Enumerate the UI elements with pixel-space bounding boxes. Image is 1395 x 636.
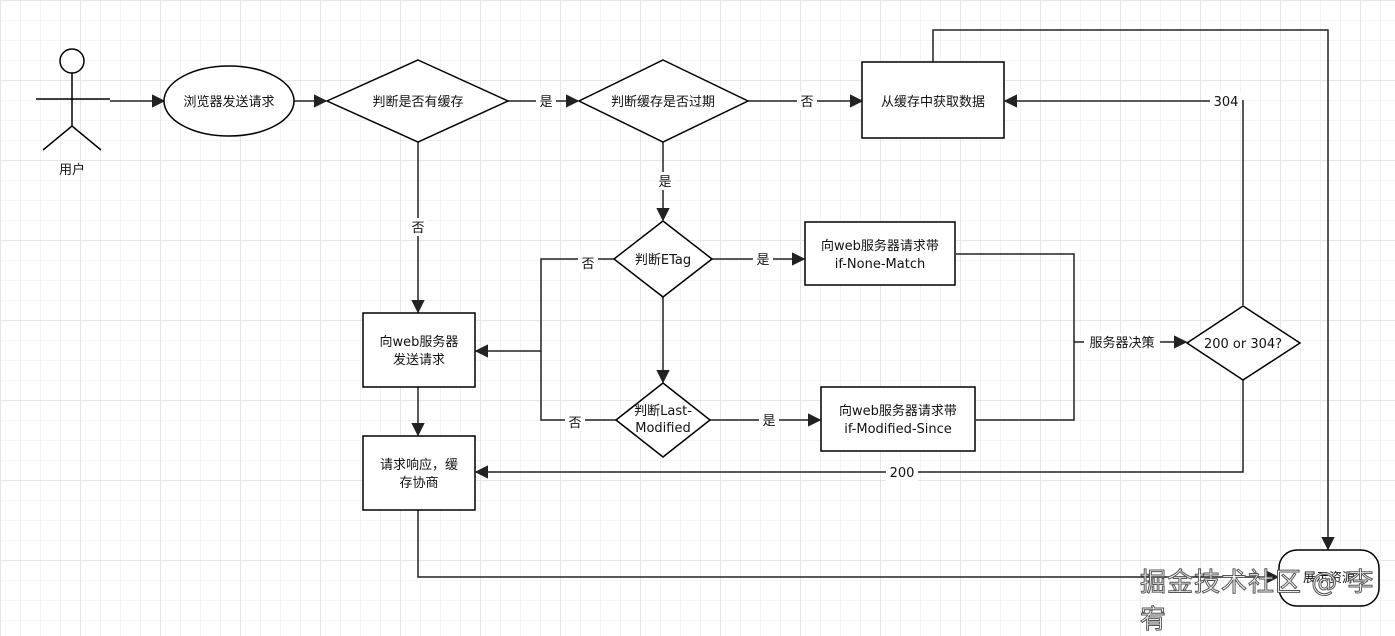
node-response-negotiate-line2: 存协商 [399,476,438,491]
label-etag-no: 否 [581,257,594,272]
node-is-expired-label: 判断缓存是否过期 [611,95,715,110]
node-has-cache [325,59,510,143]
label-lm-no: 否 [568,416,581,431]
node-req-if-modified-since [820,386,976,452]
edge-code-200 [474,380,1244,479]
edge-code-304 [1003,94,1244,305]
edge-response-to-end [417,510,1280,584]
label-server-decides: 服务器决策 [1089,335,1154,351]
label-cache-yes: 是 [539,95,552,110]
label-cache-no: 否 [411,221,424,236]
node-status-decision [1185,305,1302,381]
node-last-modified [614,382,712,458]
node-req-if-modified-since-line1: 向web服务器请求带 [839,403,957,419]
node-status-decision-label: 200 or 304? [1204,337,1282,352]
user-actor-icon [36,48,110,151]
node-req-if-none-match-line1: 向web服务器请求带 [821,238,939,254]
node-req-if-none-match [804,221,956,286]
node-get-from-cache-label: 从缓存中获取数据 [881,95,985,110]
node-response-negotiate-line1: 请求响应，缓 [380,457,458,473]
node-browser-send [163,65,295,137]
node-is-expired [577,59,750,143]
node-last-modified-line2: Modified [635,421,690,436]
label-expired-yes: 是 [658,175,671,190]
node-req-if-none-match-line2: if-None-Match [835,257,925,272]
node-browser-send-label: 浏览器发送请求 [183,94,274,110]
edge-etag-no [474,258,614,358]
flowchart-canvas: 是 否 是 否 否 是 否 是 服务器决策 304 200 用户 浏览器发送请求 [36,29,1380,607]
edge-requests-merge [956,253,1075,421]
node-end [1278,549,1380,607]
watermark: 掘金技术社区 @ 李宥 [1140,568,1375,636]
label-expired-no: 否 [800,95,813,110]
node-send-to-server-line1: 向web服务器 [380,334,459,350]
node-response-negotiate [362,435,476,511]
actor-label: 用户 [59,162,85,178]
node-send-to-server-line2: 发送请求 [393,352,445,368]
label-lm-yes: 是 [762,414,775,429]
node-etag [612,220,714,298]
node-send-to-server [362,312,476,388]
node-last-modified-line1: 判断Last- [634,404,692,419]
node-get-from-cache [861,61,1005,139]
label-etag-yes: 是 [756,253,769,268]
label-code-304: 304 [1214,95,1239,110]
edge-labels: 是 否 是 否 否 是 否 是 服务器决策 304 200 [408,92,1242,481]
node-end-label: 展示资源 [1303,571,1355,586]
label-code-200: 200 [890,466,915,481]
edge-cache-to-end [932,29,1335,551]
node-req-if-modified-since-line2: if-Modified-Since [844,422,952,437]
node-etag-label: 判断ETag [635,253,691,268]
node-has-cache-label: 判断是否有缓存 [372,95,463,110]
edge-lm-no [540,351,616,421]
